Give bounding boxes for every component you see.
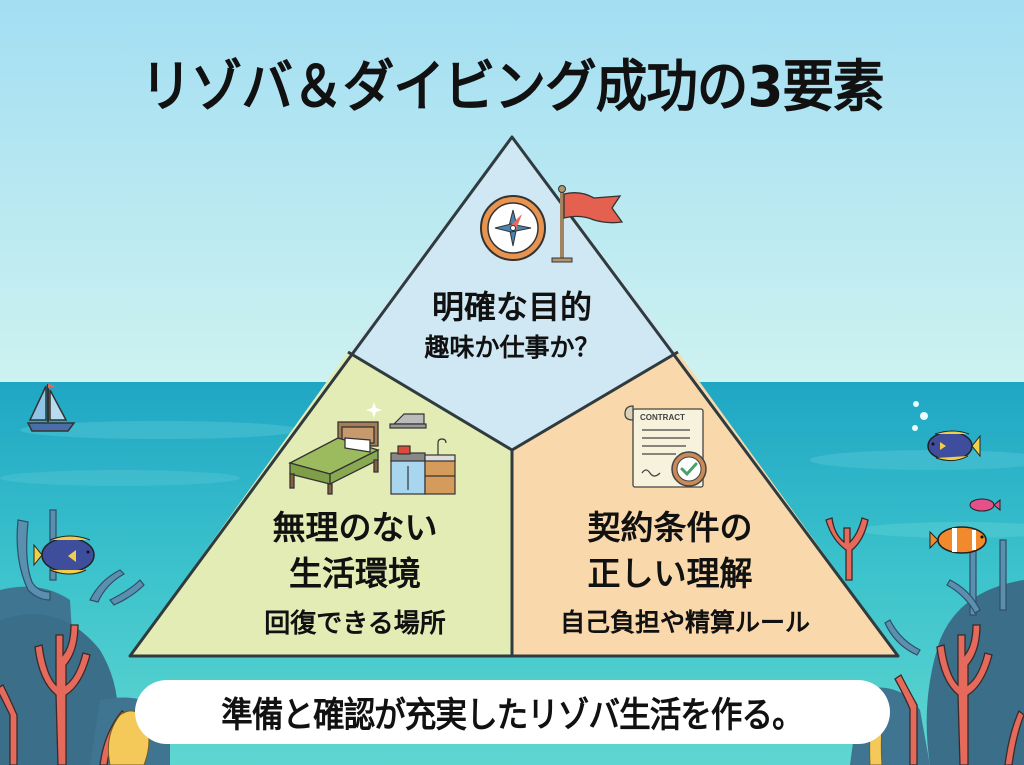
top-segment-heading: 明確な目的 — [431, 288, 592, 326]
tang-fish-icon — [927, 430, 981, 462]
bubbles-icon — [912, 401, 928, 431]
left-heading-line1: 無理のない — [272, 508, 438, 547]
top-segment-subtext: 趣味か仕事か？ — [424, 333, 600, 362]
sparkle-icon — [366, 402, 382, 418]
right-segment-subtext: 自己負担や精算ルール — [559, 608, 810, 637]
left-segment-subtext: 回復できる場所 — [264, 609, 446, 639]
pink-fish-icon — [969, 498, 1001, 512]
tang-fish-icon — [33, 535, 95, 575]
right-heading-line2: 正しい理解 — [587, 554, 753, 593]
pyramid-top-segment — [348, 137, 678, 450]
check-badge-icon — [671, 451, 707, 487]
left-heading-line2: 生活環境 — [289, 554, 421, 593]
clownfish-icon — [929, 526, 987, 554]
compass-icon — [480, 195, 546, 261]
footer-text: 準備と確認が充実したリゾバ生活を作る。 — [221, 695, 804, 736]
bed-icon — [288, 421, 380, 495]
footer-banner: 準備と確認が充実したリゾバ生活を作る。 — [135, 680, 890, 744]
sailboat-icon — [26, 384, 76, 432]
kitchen-icon — [389, 413, 456, 495]
page-title: リゾバ＆ダイビング成功の3要素 — [140, 55, 884, 120]
left-segment-heading: 無理のない 生活環境 — [220, 505, 490, 597]
right-heading-line1: 契約条件の — [587, 508, 753, 547]
contract-label: CONTRACT — [640, 413, 685, 422]
right-segment-heading: 契約条件の 正しい理解 — [535, 505, 805, 597]
flag-icon — [551, 185, 624, 263]
pyramid-right-segment — [512, 352, 898, 656]
